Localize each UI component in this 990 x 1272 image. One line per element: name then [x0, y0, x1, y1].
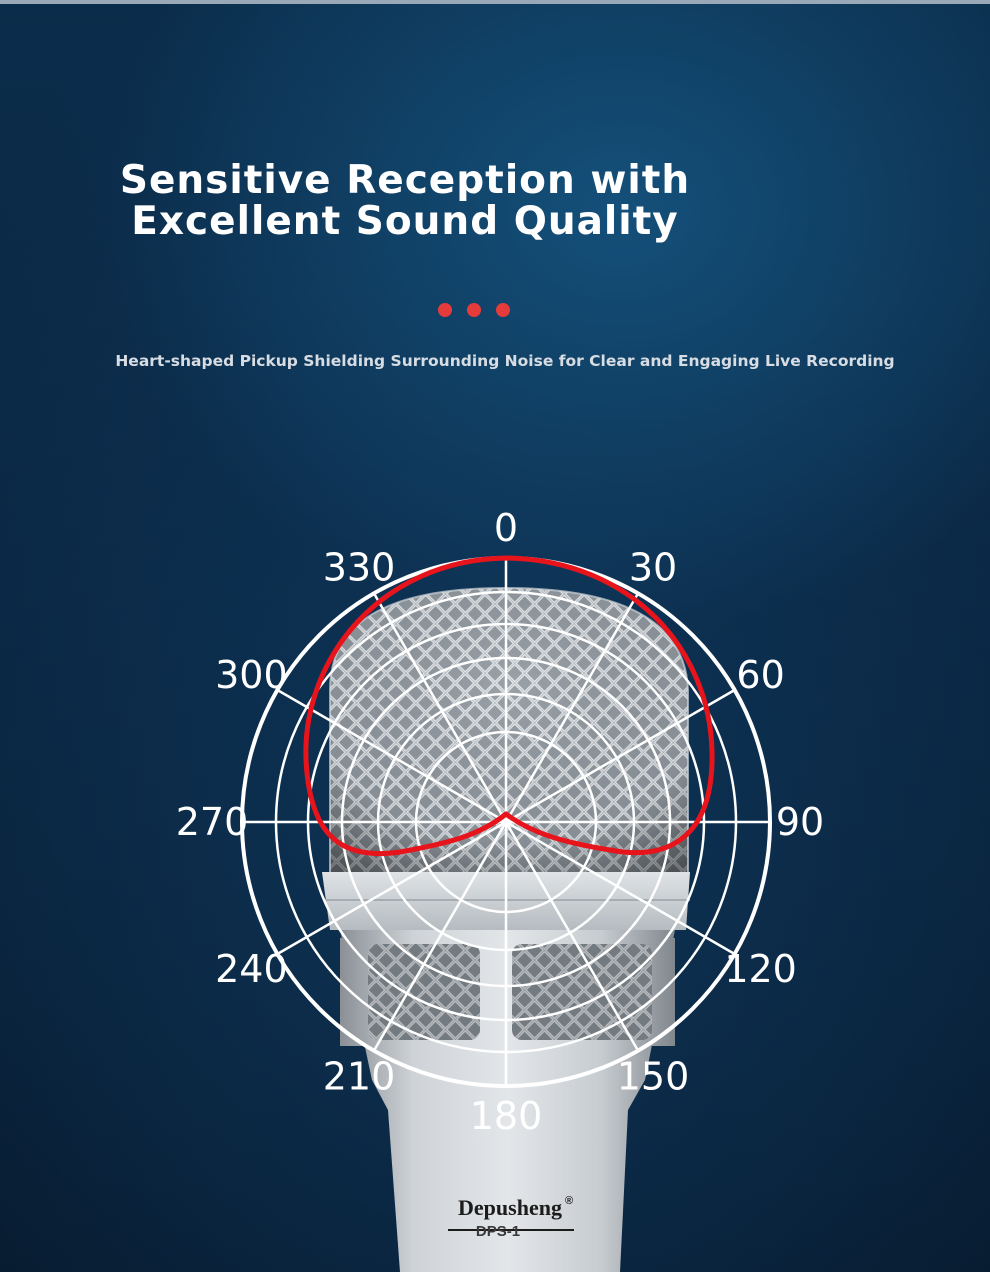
polar-spoke — [372, 592, 508, 823]
dot-icon — [438, 303, 452, 317]
polar-spoke — [505, 688, 736, 824]
headline-line-2: Excellent Sound Quality — [131, 199, 679, 244]
headline: Sensitive Reception with Excellent Sound… — [0, 160, 810, 242]
cardioid-pickup-pattern — [303, 555, 715, 857]
angle-label-30: 30 — [629, 545, 677, 589]
polar-spoke — [504, 592, 640, 823]
angle-label-270: 270 — [176, 800, 249, 844]
polar-spoke — [276, 688, 507, 824]
decorative-dots — [438, 303, 518, 317]
model-name: DPS-1 — [476, 1223, 520, 1240]
polar-angle-labels: 0 30 60 90 120 150 180 210 240 270 300 330 — [176, 506, 824, 1138]
registered-mark: ® — [565, 1195, 573, 1207]
polar-spoke — [372, 821, 508, 1052]
subtitle: Heart-shaped Pickup Shielding Surroundin… — [115, 352, 895, 370]
polar-spoke — [276, 820, 507, 956]
top-divider — [0, 0, 990, 4]
angle-label-300: 300 — [215, 653, 288, 697]
brand-logo: Depusheng ® DPS-1 — [448, 1195, 574, 1240]
polar-spoke — [505, 820, 736, 956]
angle-label-90: 90 — [776, 800, 824, 844]
angle-label-0: 0 — [494, 506, 518, 550]
brand-name: Depusheng — [458, 1195, 562, 1220]
angle-label-150: 150 — [617, 1055, 690, 1099]
angle-label-240: 240 — [215, 947, 288, 991]
lower-grille — [340, 938, 675, 1046]
angle-label-120: 120 — [724, 947, 797, 991]
polar-spoke — [504, 821, 640, 1052]
angle-label-330: 330 — [323, 545, 396, 589]
angle-label-180: 180 — [470, 1094, 543, 1138]
polar-grid — [240, 556, 772, 1088]
angle-label-210: 210 — [323, 1055, 396, 1099]
angle-label-60: 60 — [736, 653, 784, 697]
dot-icon — [496, 303, 510, 317]
headline-line-1: Sensitive Reception with — [119, 158, 691, 203]
dot-icon — [467, 303, 481, 317]
